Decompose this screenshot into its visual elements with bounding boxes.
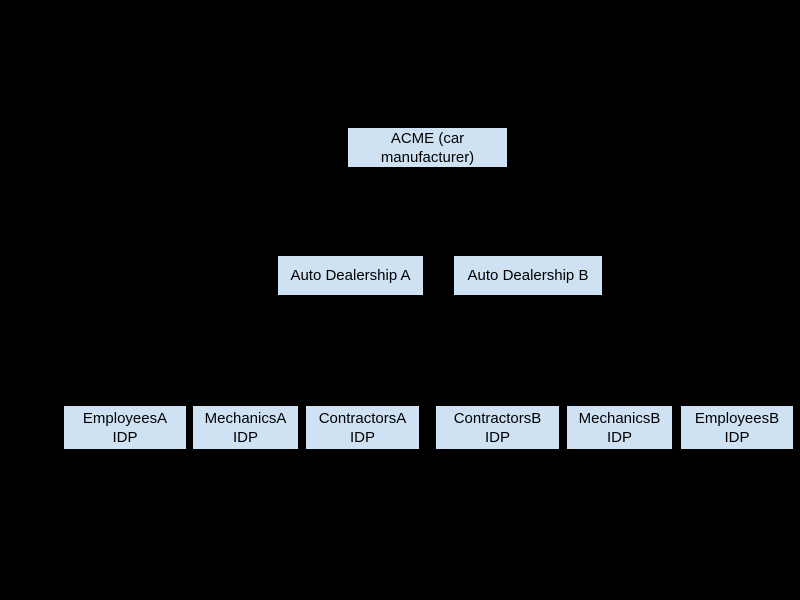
node-auto-dealership-a-label: Auto Dealership A bbox=[290, 267, 411, 284]
node-contractors-b-idp-label: ContractorsB IDP bbox=[453, 409, 542, 446]
node-employees-a-idp: EmployeesA IDP bbox=[63, 405, 187, 450]
node-mechanics-a-idp: MechanicsA IDP bbox=[192, 405, 299, 450]
node-employees-a-idp-label: EmployeesA IDP bbox=[82, 409, 168, 446]
node-auto-dealership-b-label: Auto Dealership B bbox=[467, 267, 589, 284]
node-employees-b-idp-label: EmployeesB IDP bbox=[694, 409, 780, 446]
node-acme: ACME (car manufacturer) bbox=[347, 127, 508, 168]
node-contractors-a-idp: ContractorsA IDP bbox=[305, 405, 420, 450]
node-auto-dealership-b: Auto Dealership B bbox=[453, 255, 603, 296]
node-mechanics-b-idp: MechanicsB IDP bbox=[566, 405, 673, 450]
node-contractors-a-idp-label: ContractorsA IDP bbox=[318, 409, 407, 446]
node-mechanics-b-idp-label: MechanicsB IDP bbox=[578, 409, 661, 446]
node-employees-b-idp: EmployeesB IDP bbox=[680, 405, 794, 450]
node-contractors-b-idp: ContractorsB IDP bbox=[435, 405, 560, 450]
node-auto-dealership-a: Auto Dealership A bbox=[277, 255, 424, 296]
node-acme-label: ACME (car manufacturer) bbox=[380, 129, 475, 166]
node-mechanics-a-idp-label: MechanicsA IDP bbox=[204, 409, 287, 446]
